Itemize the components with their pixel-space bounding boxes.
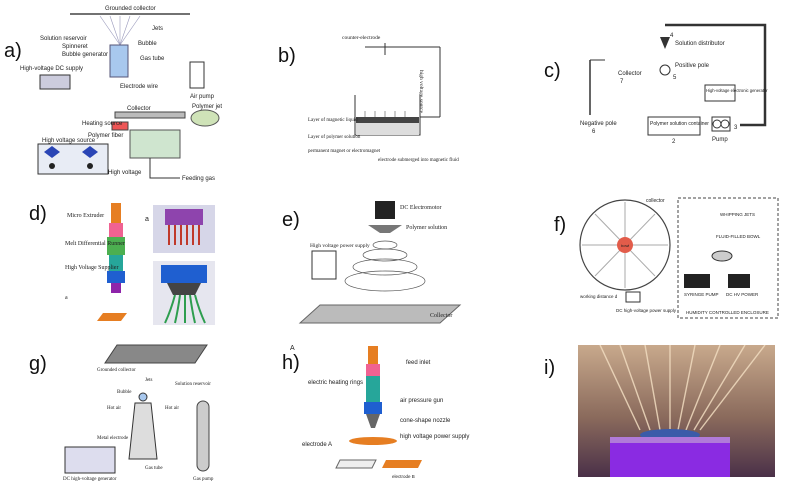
melt-differential-diagram: Micro Extruder Melt Differential Runner … [65,203,215,325]
panel-label: a) [4,40,22,62]
label-receiver-plate: a [65,295,68,301]
label-polymer-jet: Polymer jet [192,104,222,110]
label-6: 7 [620,79,624,85]
label-collector: Collector [618,71,642,77]
panel-c: c) 4 Solution distributor Positive pole … [540,15,785,150]
label-spinneret: Spinneret [62,44,88,50]
label-collector: Collector [430,313,452,319]
label-2: 3 [734,125,738,131]
label-hv-power: High voltage power supply [310,243,370,249]
label-bowl: bowl [621,243,629,248]
panel-label: d) [29,203,47,225]
label-whipping-jets: WHIPPING JETS [720,212,755,217]
label-electrode-a: electrode A [302,442,332,448]
label-magnet: permanent magnet or electromagnet [308,149,381,154]
bubble-electrospinning-diagram: Grounded collector Jets Solution reservo… [20,6,222,182]
label-humidity-enclosure: HUMIDITY CONTROLLED ENCLOSURE [686,310,769,315]
label-electrode-wire: Electrode wire [120,84,159,90]
panel-label: g) [29,353,47,375]
label-hv-source: high voltage source [418,70,424,114]
label-metal-electrode: Metal electrode [97,436,129,441]
panel-a: a) Grounded collector Jets Solution rese… [0,0,245,195]
rotary-electrospinning-diagram: DC Electromotor Polymer solution High vo… [298,201,462,324]
label-hv-source: High voltage source [42,138,96,144]
label-air-pump: Air pump [190,94,215,100]
label-solution-distributor: Solution distributor [675,41,725,47]
label-grounded-collector: Grounded collector [97,368,136,373]
label-bubble: Bubble [138,41,157,47]
label-hot-air-left: Hot air [107,406,121,411]
panel-label: i) [544,357,556,379]
label-hv-generator: High-voltage electronic generator [706,88,768,93]
label-dc-generator: DC high-voltage generator [63,477,117,482]
label-feeding-gas: Feeding gas [182,176,215,182]
panel-b: b) counter-electrode high voltage source… [270,25,470,170]
label-polymer-solution: Polymer solution [406,225,447,231]
label-negative-pole: Negative pole [580,121,617,127]
fiber-formation-photo [578,345,775,477]
label-5: 6 [592,129,596,135]
label-submerged-electrode: electrode submerged into magnetic fluid [378,158,459,163]
label-3: 4 [670,33,674,39]
panel-i: i) [540,345,775,477]
label-jets: Jets [152,26,163,32]
label-dc-hv-power: DC HV POWER [726,292,759,297]
hot-air-bubble-electrospinning-diagram: Grounded collector Jets Solution reservo… [63,344,214,482]
label-collector: collector [646,198,665,204]
label-A: A [290,345,295,352]
label-magnetic-liquid: Layer of magnetic liquid [308,118,358,123]
label-hot-air-right: Hot air [165,406,179,411]
label-cone-nozzle: cone-shape nozzle [400,418,451,424]
label-melt-runner: Melt Differential Runner [65,240,125,247]
label-counter-electrode: counter-electrode [342,35,381,41]
panel-label: h) [282,352,300,374]
label-polymer-container: Polymer solution container [650,121,709,127]
label-bubble: Bubble [117,390,132,395]
pump-electrospinning-diagram: 4 Solution distributor Positive pole 5 C… [580,23,768,145]
label-bubble-generator: Bubble generator [62,52,108,58]
panel-label: e) [282,209,300,231]
panel-label: f) [554,214,567,236]
label-polymer-layer: Layer of polymer solution [308,135,361,140]
label-electrode-b: electrode B [392,474,415,479]
label-pump: Pump [712,137,728,143]
panel-d: d) Micro Extruder Melt Differential Runn… [25,195,240,330]
panel-label: b) [278,45,296,67]
label-polymer-fiber: Polymer fiber [88,133,123,139]
label-gas-pump: Gas pump [193,477,214,482]
label-hv-supplier: High Voltage Supplier [65,265,118,271]
label-hv-supply: high voltage power supply [400,434,469,440]
label-4: 5 [673,75,677,81]
bowl-electrospinning-diagram: collector bowl WHIPPING JETS FLUID-FILLE… [579,197,779,319]
panel-e: e) DC Electromotor Polymer solution High… [280,195,475,330]
label-inset-a: a [145,216,149,223]
label-collector: Collector [127,106,151,112]
label-1: 2 [672,139,676,145]
label-fluid-bowl: FLUID-FILLED BOWL [716,234,761,239]
panel-label: c) [544,60,561,82]
label-solution-reservoir: Solution reservoir [40,36,87,42]
label-solution-reservoir: Solution reservoir [175,382,211,387]
label-heating-rings: electric heating rings [308,380,363,386]
label-heating-source: Heating source [82,121,123,127]
label-dc-hv-supply: DC high-voltage power supply [616,308,677,313]
label-high-voltage: High voltage [108,170,142,176]
panel-g: g) Grounded collector Jets Solution rese… [25,335,240,485]
label-gas-tube: Gas tube [145,466,163,471]
label-dc-electromotor: DC Electromotor [400,205,442,211]
panel-h: h) A feed inlet electric heating rings a… [280,340,475,485]
melt-nozzle-electrospinning-diagram: A feed inlet electric heating rings air … [290,345,469,479]
panel-f: f) collector bowl WHIPPING JETS FLUID-FI… [550,190,785,330]
label-grounded-collector: Grounded collector [105,6,156,12]
label-gas-tube: Gas tube [140,56,165,62]
label-jets: Jets [145,378,153,383]
label-feed-inlet: feed inlet [406,360,431,366]
label-working-distance: working distance d [580,294,618,299]
magnetic-fluid-electrospinning-diagram: counter-electrode high voltage source La… [308,35,459,163]
label-hv-supply: High-voltage DC supply [20,66,83,72]
label-syringe-pump: SYRINGE PUMP [684,292,719,297]
label-micro-extruder: Micro Extruder [67,213,104,219]
label-positive-pole: Positive pole [675,63,710,69]
label-air-gun: air pressure gun [400,398,443,404]
